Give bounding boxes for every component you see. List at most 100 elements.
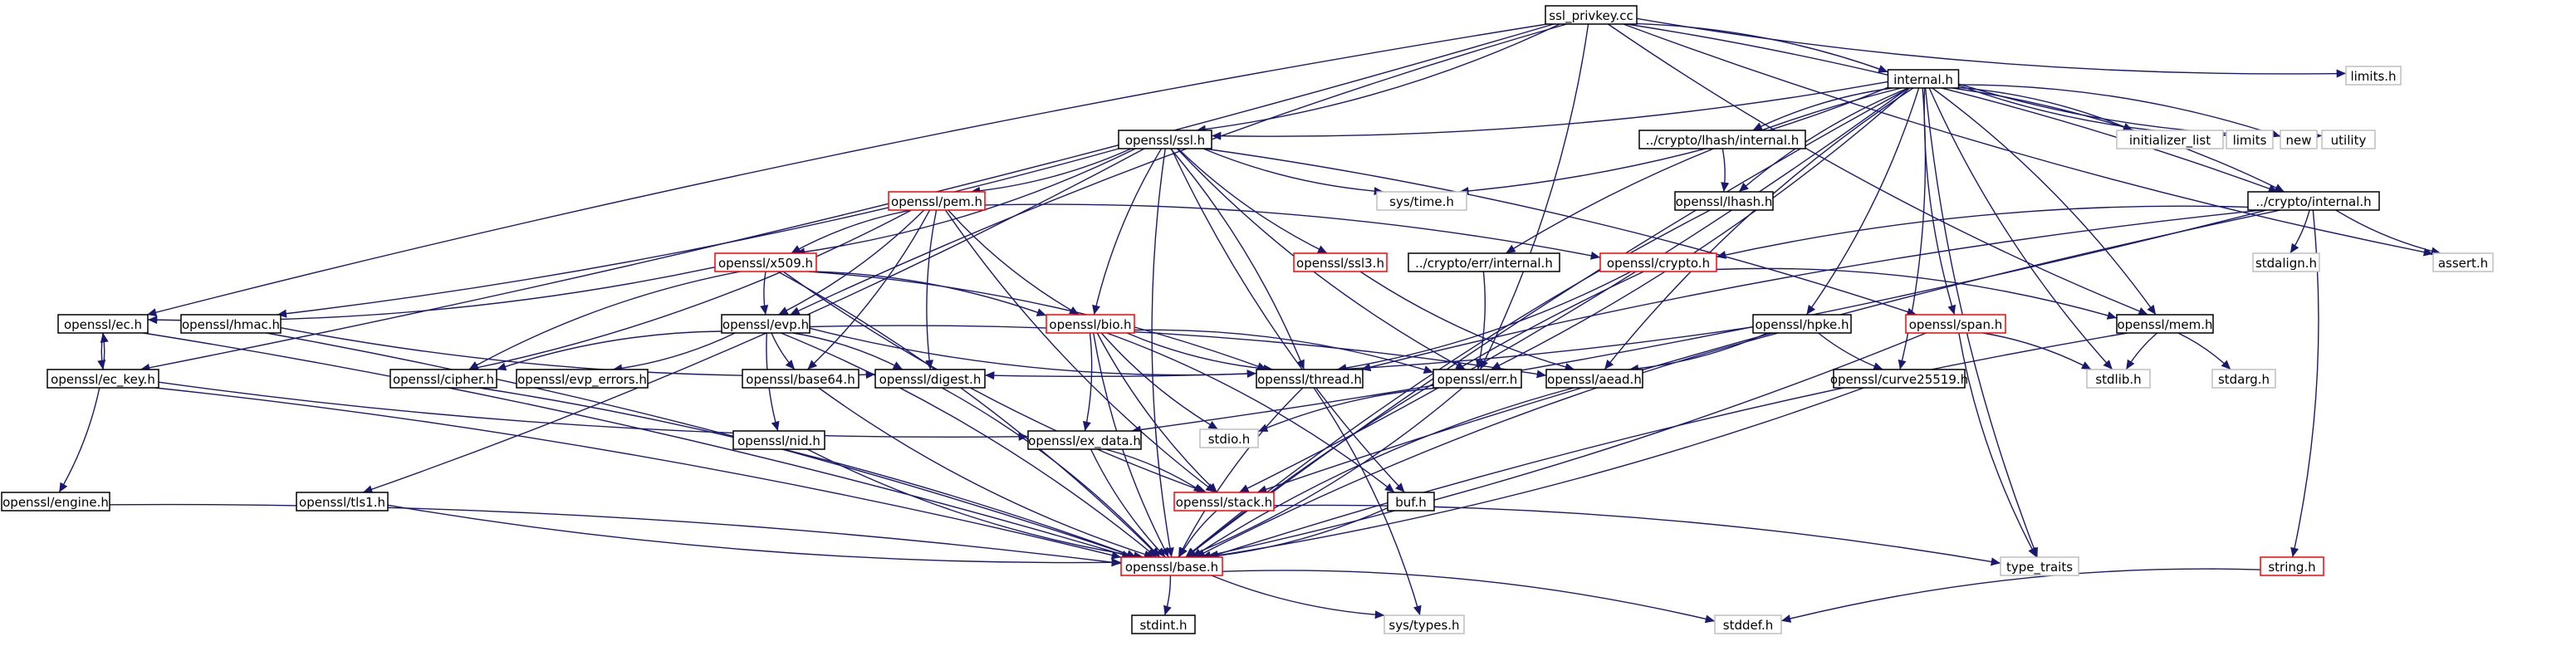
edge-evp_h-to-aead_h [809,325,1547,379]
edge-curve_h-to-base_h [1207,387,1864,560]
node-tls1-h[interactable]: openssl/tls1.h [296,492,389,512]
node-base64-h[interactable]: openssl/base64.h [742,369,859,389]
edge-bio_h-to-exdata_h [1082,332,1093,432]
edge-mem_h-to-stdlib [2125,332,2158,370]
edge-bio_h-to-thread_h [1126,332,1274,374]
edge-internal_h-to-systime [1459,86,1888,196]
edge-root-to-evp_h [790,23,1567,316]
node-nid-h[interactable]: openssl/nid.h [732,430,825,450]
edge-internal_h-to-err_h [1491,87,1911,370]
node-hpke-h[interactable]: openssl/hpke.h [1752,314,1852,334]
node-box [296,492,389,512]
node-pem-h[interactable]: openssl/pem.h [888,191,986,211]
node-box [516,369,649,389]
node-box [1173,492,1275,512]
node-crypto-h[interactable]: openssl/crypto.h [1599,252,1717,272]
node-box [874,369,986,389]
edge-ec_key-to-engine_h [58,387,100,493]
node-box [1118,130,1212,149]
node-aead-h[interactable]: openssl/aead.h [1545,369,1643,389]
node-digest-h[interactable]: openssl/digest.h [874,369,986,389]
node-stddef: stddef.h [1714,614,1782,634]
edge-internal_h-to-init_list [1958,86,2133,131]
edge-internal_h-to-crypto_int [1952,87,2285,193]
node-bio-h[interactable]: openssl/bio.h [1046,314,1135,334]
edge-cipher_h-to-base_h [478,387,1137,558]
node-lhash-h[interactable]: openssl/lhash.h [1674,191,1774,211]
node-stdint[interactable]: stdint.h [1131,614,1196,634]
node-label: openssl/crypto.h [1607,256,1710,271]
node-ec-key[interactable]: openssl/ec_key.h [47,369,159,389]
edge-ssl_h-to-tls1_h [362,148,1145,494]
node-label: limits [2233,133,2267,148]
node-err-int[interactable]: ../crypto/err/internal.h [1408,252,1560,272]
node-hmac-h[interactable]: openssl/hmac.h [180,314,282,334]
node-box [1674,191,1774,211]
node-box [1199,428,1259,448]
node-lhash-int[interactable]: ../crypto/lhash/internal.h [1638,130,1806,149]
node-box [47,369,159,389]
node-box [1545,5,1638,25]
node-thread-h[interactable]: openssl/thread.h [1256,369,1364,389]
edge-internal_h-to-lhash_int [1752,87,1893,131]
node-root[interactable]: ssl_privkey.cc [1545,5,1638,25]
node-curve-h[interactable]: openssl/curve25519.h [1830,369,1968,389]
node-box [180,314,282,334]
edge-hpke_h-to-base_h [1195,332,1779,558]
node-stack-h[interactable]: openssl/stack.h [1173,492,1275,512]
node-evp-h[interactable]: openssl/evp.h [721,314,811,334]
edge-ssl_h-to-buf_h [1170,148,1406,493]
node-label: sys/types.h [1388,618,1459,633]
edge-crypto_int-to-exdata_h [1131,209,2267,434]
node-ssl3-h[interactable]: openssl/ssl3.h [1293,252,1388,272]
node-span-h[interactable]: openssl/span.h [1905,314,2006,334]
edge-internal_h-to-new [1958,84,2281,138]
node-internal-h[interactable]: internal.h [1887,69,1960,89]
edge-internal_h-to-utility [1958,83,2323,140]
node-crypto-int[interactable]: ../crypto/internal.h [2247,191,2380,211]
node-evp-err[interactable]: openssl/evp_errors.h [516,369,649,389]
node-buf-h[interactable]: buf.h [1387,492,1435,512]
node-label: openssl/pem.h [891,194,982,209]
node-base-h[interactable]: openssl/base.h [1120,556,1223,576]
node-box [1905,314,2006,334]
node-init-list: initializer_list [2116,130,2224,149]
node-box [1387,492,1435,512]
edge-internal_h-to-stdlib [1928,87,2113,370]
node-label: internal.h [1893,72,1953,87]
node-ec-h[interactable]: openssl/ec.h [57,314,149,334]
edge-pem_h-to-crypto_h [984,203,1601,260]
edge-internal_h-to-hpke_h [1805,87,1920,316]
edge-ec_key-to-exdata_h [158,381,1029,441]
edge-ec_key-to-ec_h [100,332,109,370]
node-x509-h[interactable]: openssl/x509.h [714,252,817,272]
edge-crypto_int-to-thread_h [1360,209,2262,372]
node-utility: utility [2321,130,2376,149]
node-cipher-h[interactable]: openssl/cipher.h [389,369,497,389]
node-label: openssl/ex_data.h [1028,433,1141,449]
node-box [1887,69,1960,89]
node-exdata-h[interactable]: openssl/ex_data.h [1027,430,1142,450]
edge-lhash_int-to-lhash_h [1721,148,1730,193]
node-mem-h[interactable]: openssl/mem.h [2116,314,2214,334]
edge-internal_h-to-mem_h [1932,87,2157,316]
node-systypes: sys/types.h [1383,614,1465,634]
node-label: openssl/ssl.h [1125,133,1205,148]
node-label: ssl_privkey.cc [1549,8,1633,24]
node-stdarg: stdarg.h [2211,369,2276,389]
node-box [1027,430,1142,450]
edge-ssl3_h-to-aead_h [1359,271,1575,371]
edge-x509_h-to-cipher_h [468,271,741,370]
edge-err_h-to-base_h [1186,387,1463,558]
node-string-h[interactable]: string.h [2260,556,2324,576]
node-ssl-h[interactable]: openssl/ssl.h [1118,130,1212,149]
node-engine-h[interactable]: openssl/engine.h [1,492,110,512]
edge-evp_h-to-base64_h [771,332,796,370]
edge-hpke_h-to-digest_h [984,326,1754,380]
edge-exdata_h-to-stack_h [1104,448,1204,493]
edge-x509_h-to-evp_h [760,271,769,316]
node-err-h[interactable]: openssl/err.h [1432,369,1522,389]
node-box [1599,252,1717,272]
node-assert-h: assert.h [2432,252,2494,272]
